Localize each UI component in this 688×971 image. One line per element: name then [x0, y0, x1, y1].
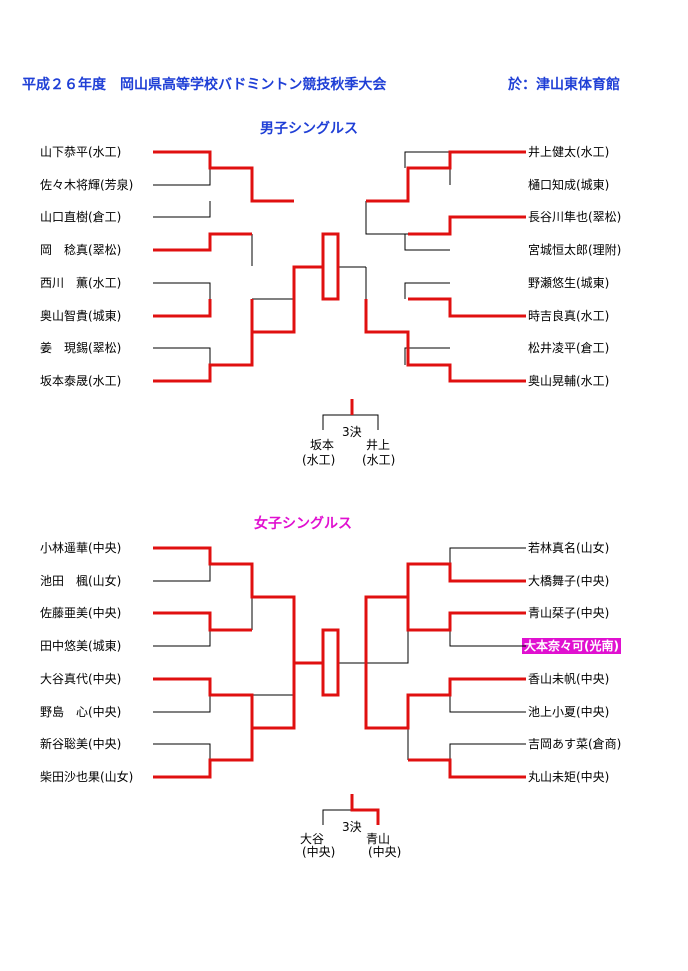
women-left-player-7: 新谷聡美(中央) [40, 737, 122, 751]
bracket-line [252, 663, 295, 696]
women-third-right-name: 青山 [366, 832, 391, 846]
women-bracket-winner-lines [153, 546, 526, 825]
tournament-title: 平成２６年度 岡山県高等学校バドミントン競技秋季大会 [22, 77, 387, 93]
men-bracket-winner-lines [153, 150, 526, 415]
bracket-line [153, 630, 211, 647]
winner-line [408, 215, 526, 236]
bracket-line [404, 347, 450, 365]
women-right-player-5: 香山未帆(中央) [528, 672, 610, 686]
women-left-player-8: 柴田沙也果(山女) [40, 770, 134, 784]
winner-line [364, 663, 526, 730]
women-right-player-4-highlighted: 大本奈々可(光南) [522, 638, 621, 654]
men-right-player-3: 長谷川隼也(翠松) [528, 210, 622, 224]
bracket-line [322, 809, 352, 825]
winner-line [153, 663, 296, 730]
women-left-player-6: 野島 心(中央) [40, 705, 122, 719]
men-third-place-label: 3決 [342, 425, 362, 439]
men-right-player-2: 樋口知成(城東) [528, 178, 610, 192]
men-right-player-6: 時吉良真(水工) [528, 309, 610, 323]
women-left-player-1: 小林遥華(中央) [40, 541, 122, 555]
winner-line [153, 546, 323, 665]
winner-line [364, 299, 526, 383]
bracket-line [153, 347, 211, 365]
bracket-line [153, 201, 211, 218]
winner-line [153, 728, 254, 779]
bracket-line [449, 630, 526, 647]
bracket-line [153, 695, 211, 713]
winner-line [153, 232, 252, 252]
men-left-player-7: 姜 現錫(翠松) [40, 341, 122, 355]
bracket-line [404, 151, 450, 168]
men-left-player-4: 岡 稔真(翠松) [40, 243, 122, 257]
women-third-left-name: 大谷 [300, 832, 325, 846]
men-left-player-2: 佐々木将輝(芳泉) [40, 178, 134, 192]
women-left-player-3: 佐藤亜美(中央) [40, 606, 122, 620]
winner-line [153, 611, 252, 632]
bracket-line [322, 414, 352, 430]
men-right-player-8: 奥山晃輔(水工) [528, 374, 610, 388]
men-left-player-3: 山口直樹(倉工) [40, 210, 122, 224]
women-right-player-7: 吉岡あす菜(倉商) [528, 737, 622, 751]
bracket-line [365, 201, 408, 235]
women-left-player-4: 田中悠美(城東) [40, 639, 122, 653]
winner-line [153, 299, 212, 318]
men-singles-title: 男子シングルス [260, 121, 358, 137]
men-right-player-5: 野瀬悠生(城東) [528, 276, 610, 290]
women-left-player-2: 池田 楓(山女) [40, 574, 122, 588]
bracket-line [404, 234, 450, 251]
men-left-player-1: 山下恭平(水工) [40, 145, 122, 159]
women-right-player-2: 大橋舞子(中央) [528, 574, 610, 588]
winner-line [153, 150, 294, 203]
men-left-player-8: 坂本泰晟(水工) [40, 374, 122, 388]
men-third-left-name: 坂本 [310, 438, 335, 452]
bracket-line [449, 695, 526, 713]
men-right-player-1: 井上健太(水工) [528, 145, 610, 159]
bracket-line [153, 282, 211, 299]
bracket-line [449, 547, 526, 564]
winner-line [364, 562, 526, 663]
bracket-line [153, 564, 211, 582]
winner-line [366, 150, 526, 203]
bracket-line [366, 630, 409, 664]
men-third-left-school: (水工) [302, 453, 336, 467]
women-third-left-school: (中央) [302, 845, 336, 859]
men-left-player-5: 西川 薫(水工) [40, 276, 122, 290]
bracket-line [153, 168, 211, 186]
women-right-player-1: 若林真名(山女) [528, 541, 610, 555]
men-third-right-school: (水工) [362, 453, 396, 467]
bracket-line [404, 282, 450, 299]
winner-line [408, 297, 526, 318]
winner-line [350, 794, 380, 825]
women-third-place-label: 3決 [342, 820, 362, 834]
women-third-right-school: (中央) [368, 845, 402, 859]
winner-line [406, 597, 526, 632]
venue-label: 於：津山東体育館 [508, 77, 620, 93]
women-right-player-8: 丸山未矩(中央) [528, 770, 610, 784]
winner-line [321, 628, 340, 697]
men-third-right-name: 井上 [366, 438, 391, 452]
winner-line [408, 758, 526, 779]
bracket-line [153, 743, 211, 760]
bracket-line [352, 414, 379, 430]
women-right-player-6: 池上小夏(中央) [528, 705, 610, 719]
men-right-player-7: 松井凌平(倉工) [528, 341, 610, 355]
men-left-player-6: 奥山智貴(城東) [40, 309, 122, 323]
winner-line [321, 232, 340, 301]
winner-line [153, 265, 323, 383]
bracket-line [449, 743, 526, 760]
men-right-player-4: 宮城恒太郎(理附) [528, 243, 622, 257]
women-right-player-3: 青山栞子(中央) [528, 606, 610, 620]
women-left-player-5: 大谷真代(中央) [40, 672, 122, 686]
women-singles-title: 女子シングルス [254, 516, 352, 532]
